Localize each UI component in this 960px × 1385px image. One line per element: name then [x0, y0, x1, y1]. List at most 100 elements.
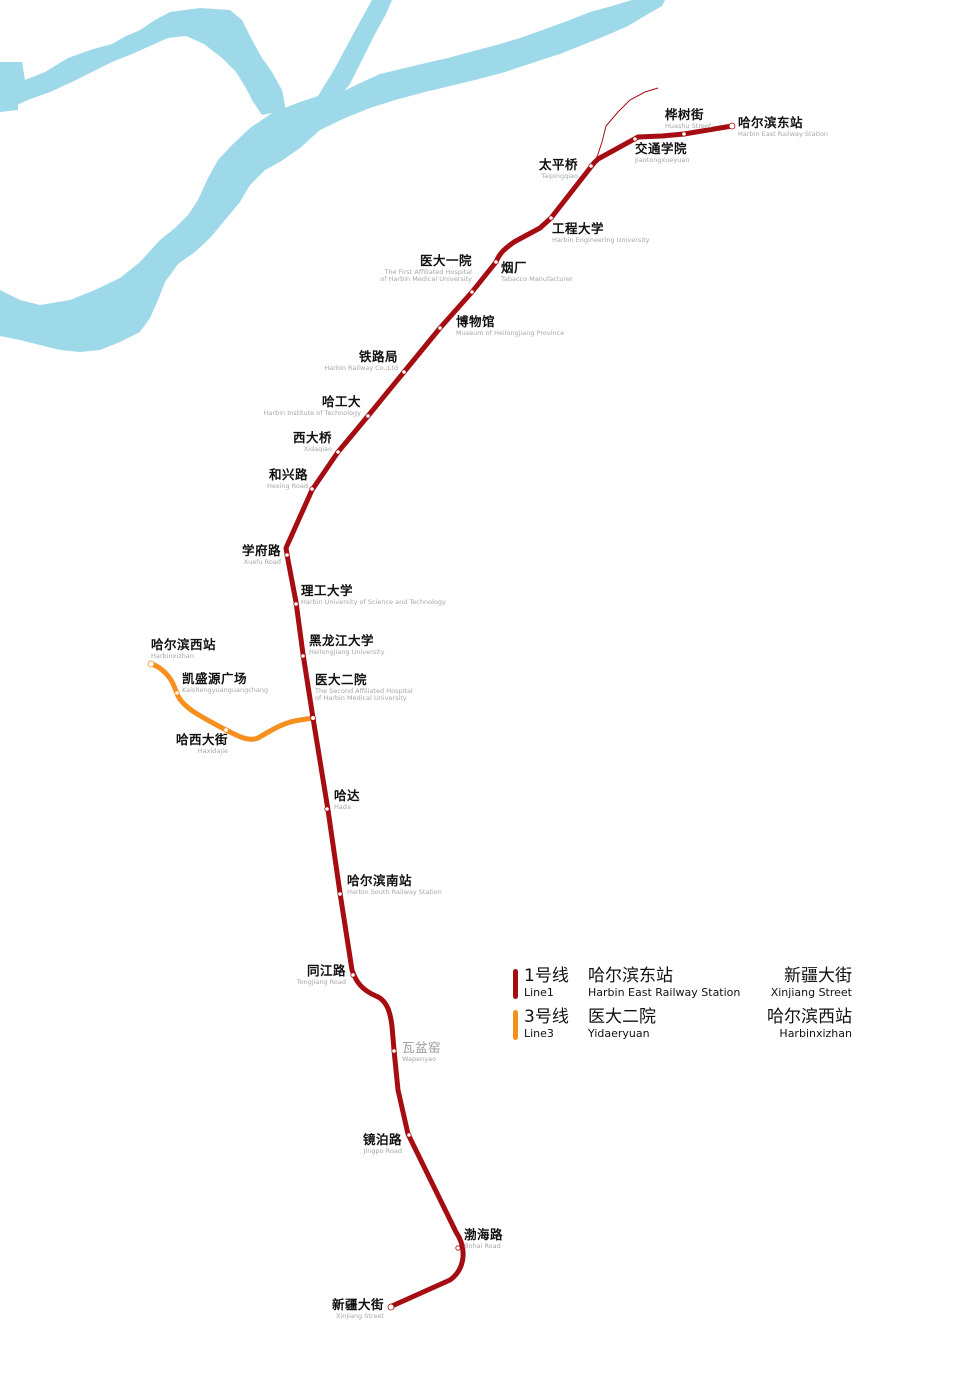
station-label-museum[interactable]: 博物馆 Museum of Heilongjiang Province [456, 315, 564, 337]
station-name-en: Hada [334, 802, 351, 811]
station-name-zh: 凯盛源广场 [182, 671, 248, 686]
station-dot[interactable] [406, 1132, 412, 1138]
station-dot[interactable] [309, 486, 315, 492]
station-name-zh: 哈工大 [321, 394, 361, 409]
station-dot[interactable] [391, 1048, 397, 1054]
station-name-en: Harbinxizhan [151, 651, 194, 660]
station-label-tabacco-manufacturer[interactable]: 烟厂 Tabacco Manufacturer [501, 260, 573, 283]
station-dot[interactable] [437, 325, 443, 331]
station-dot[interactable] [335, 449, 341, 455]
legend-line-name: 3号线 Line3 [524, 1007, 569, 1040]
station-dot[interactable] [174, 690, 180, 696]
line1-station-dots [284, 122, 736, 1311]
station-label-xuefu-road[interactable]: 学府路 Xuefu Road [242, 544, 281, 566]
station-label-huashu-street[interactable]: 桦树街 Huashu Street [665, 107, 712, 130]
station-dot[interactable] [324, 806, 330, 812]
station-dot[interactable] [493, 259, 499, 265]
station-name-en-line2: of Harbin Medical University [315, 694, 407, 703]
station-dot[interactable] [548, 215, 554, 221]
station-label-hada[interactable]: 哈达 Hada [334, 789, 360, 811]
station-dot-interchange[interactable] [310, 715, 316, 721]
line3-color-swatch [513, 1010, 518, 1040]
station-dot[interactable] [469, 289, 475, 295]
station-name-zh: 铁路局 [358, 349, 398, 364]
station-name-en: Bohai Road [464, 1241, 501, 1250]
station-dot[interactable] [350, 972, 356, 978]
station-name-zh: 医大一院 [419, 253, 472, 268]
station-dot[interactable] [728, 122, 736, 130]
line3-station-dots [147, 660, 229, 733]
station-dot[interactable] [401, 369, 407, 375]
station-name-en-line1: The First Affiliated Hospital [384, 267, 473, 276]
station-name-en: Tongjiang Road [296, 977, 346, 986]
station-dot[interactable] [681, 131, 687, 137]
station-name-zh: 烟厂 [501, 260, 528, 275]
station-name-en: Jiaotongxueyuan [635, 155, 690, 164]
terminus-zh: 哈尔滨西站 [767, 1007, 852, 1027]
station-label-harbinxizhan[interactable]: 哈尔滨西站 Harbinxizhan [151, 637, 217, 660]
station-name-zh: 医大二院 [315, 672, 368, 687]
station-name-zh: 桦树街 [665, 107, 705, 122]
station-name-en: Harbin Railway Co.,Ltd [324, 363, 398, 372]
station-dot[interactable] [588, 163, 594, 169]
terminus-en: Xinjiang Street [770, 986, 852, 999]
station-label-taipingqiao[interactable]: 太平桥 Taipingqiao [539, 158, 578, 180]
station-label-hexing-road[interactable]: 和兴路 Hexing Road [267, 468, 308, 490]
station-dot[interactable] [337, 891, 343, 897]
line-name-zh: 3号线 [524, 1007, 569, 1027]
station-label-haxidajie[interactable]: 哈西大街 Haxidajie [176, 733, 228, 755]
station-dot[interactable] [147, 660, 155, 668]
station-name-en: Harbin Institute of Technology [263, 408, 361, 417]
terminus-zh: 医大二院 [588, 1007, 656, 1027]
station-dot[interactable] [632, 136, 638, 142]
station-name-en: Kaishengyuanguangchang [182, 685, 269, 694]
station-label-xidaqiao[interactable]: 西大桥 Xidaqiao [292, 430, 332, 453]
station-label-bohai-road[interactable]: 渤海路 Bohai Road [464, 1228, 503, 1250]
station-label-harbin-institute-of-technology[interactable]: 哈工大 Harbin Institute of Technology [263, 394, 361, 417]
station-name-zh: 工程大学 [552, 221, 605, 236]
station-label-second-affiliated-hospital[interactable]: 医大二院 The Second Affiliated Hospital of H… [315, 672, 413, 703]
station-name-zh: 西大桥 [292, 430, 332, 445]
station-label-kaishengyuanguangchang[interactable]: 凯盛源广场 Kaishengyuanguangchang [182, 671, 269, 694]
station-name-zh: 哈尔滨西站 [151, 637, 217, 652]
station-dot[interactable] [284, 552, 290, 558]
station-label-heilongjiang-university[interactable]: 黑龙江大学 Heilongjiang University [309, 633, 384, 656]
legend-row-line1[interactable]: 1号线 Line1 哈尔滨东站 Harbin East Railway Stat… [512, 968, 857, 1009]
station-label-first-affiliated-hospital[interactable]: 医大一院 The First Affiliated Hospital of Ha… [380, 253, 473, 284]
station-dot[interactable] [293, 601, 299, 607]
station-label-harbin-university-of-science-and-technology[interactable]: 理工大学 Harbin University of Science and Te… [301, 584, 446, 606]
line-legend: 1号线 Line1 哈尔滨东站 Harbin East Railway Stat… [512, 968, 857, 1050]
station-name-zh: 瓦盆窑 [402, 1040, 442, 1055]
station-name-zh: 镜泊路 [362, 1132, 402, 1147]
station-dot[interactable] [455, 1245, 461, 1251]
station-name-en: Harbin Engineering University [552, 235, 650, 244]
legend-row-line3[interactable]: 3号线 Line3 医大二院 Yidaeryuan 哈尔滨西站 Harbinxi… [512, 1009, 857, 1050]
station-name-en: Wapenyao [402, 1054, 437, 1063]
station-label-harbin-east[interactable]: 哈尔滨东站 Harbin East Railway Station [738, 115, 828, 138]
legend-terminus-start: 医大二院 Yidaeryuan [588, 1007, 656, 1040]
station-label-harbin-engineering-university[interactable]: 工程大学 Harbin Engineering University [552, 221, 650, 244]
station-name-en-line1: The Second Affiliated Hospital [315, 686, 413, 695]
terminus-zh: 新疆大街 [784, 966, 852, 986]
station-label-wapenyao[interactable]: 瓦盆窑 Wapenyao [402, 1040, 442, 1063]
station-label-jingpo-road[interactable]: 镜泊路 Jingpo Road [362, 1132, 402, 1155]
station-name-zh: 哈尔滨东站 [738, 115, 804, 130]
station-dot[interactable] [365, 413, 371, 419]
station-dot[interactable] [387, 1303, 395, 1311]
station-label-jiaotongxueyuan[interactable]: 交通学院 Jiaotongxueyuan [635, 142, 690, 164]
river-north-channel [0, 8, 286, 115]
station-name-zh: 黑龙江大学 [309, 633, 375, 648]
line1-color-swatch [513, 969, 518, 999]
station-label-harbin-south[interactable]: 哈尔滨南站 Harbin South Railway Station [347, 874, 442, 896]
line1-depot-spur [595, 87, 659, 161]
station-label-tongjiang-road[interactable]: 同江路 Tongjiang Road [296, 964, 346, 986]
terminus-en: Harbin East Railway Station [588, 986, 741, 999]
station-label-xinjiang-street[interactable]: 新疆大街 Xinjiang Street [332, 1298, 384, 1320]
station-name-en: Huashu Street [665, 121, 712, 130]
station-dot[interactable] [300, 653, 306, 659]
station-dot[interactable] [223, 727, 229, 733]
station-name-en: Xuefu Road [243, 557, 281, 566]
legend-terminus-end: 新疆大街 Xinjiang Street [770, 966, 852, 999]
station-label-harbin-railway[interactable]: 铁路局 Harbin Railway Co.,Ltd [324, 349, 398, 372]
